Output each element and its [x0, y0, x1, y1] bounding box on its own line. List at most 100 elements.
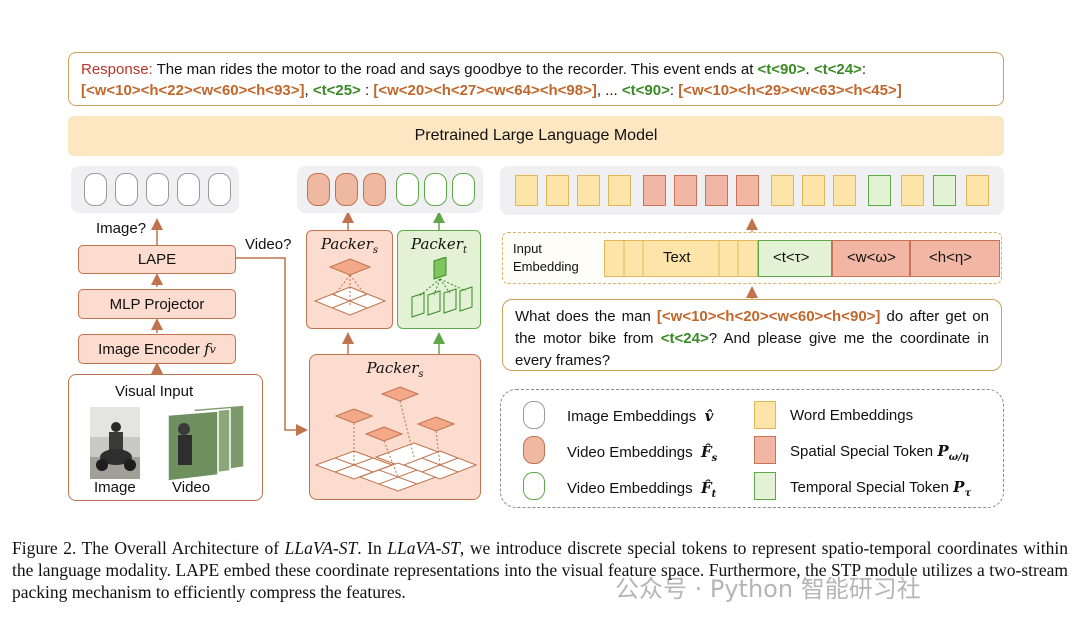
width-token-block: <w<ω> — [832, 240, 910, 277]
encoder-label: Image Encoder — [98, 340, 200, 358]
packer-temporal: Packert — [397, 230, 481, 329]
response-ellipsis: , ... — [596, 82, 622, 99]
packer-temporal-label: Packert — [411, 235, 467, 256]
text-token-grid — [623, 241, 739, 276]
visual-input-box: Visual Input Image Video — [68, 374, 263, 501]
response-box: Response: The man rides the motor to the… — [68, 52, 1004, 106]
spatial-pooling-diagram — [313, 258, 387, 316]
watermark: 公众号 · Python 智能研习社 — [615, 575, 921, 603]
legend-box: Image Embeddings v̂ Video Embeddings F̂s… — [500, 389, 1004, 508]
mlp-projector-block: MLP Projector — [78, 289, 236, 319]
question-part3: ? And please give me the coordinate in e… — [515, 330, 989, 369]
response-t90b: <t<90> — [621, 82, 670, 99]
spatial-token — [674, 175, 697, 206]
height-token-block: <h<η> — [910, 240, 1000, 277]
word-token — [771, 175, 794, 206]
llm-block: Pretrained Large Language Model — [68, 116, 1004, 156]
temporal-token-label: <t<τ> — [773, 249, 810, 266]
figure-caption: Figure 2. The Overall Architecture of LL… — [12, 538, 1069, 602]
text-token-block: Text — [604, 240, 758, 277]
word-token — [802, 175, 825, 206]
image-caption: Image — [94, 479, 136, 496]
legend-video-embeddings-spatial: Video Embeddings F̂s — [567, 443, 718, 464]
image-question-label: Image? — [96, 220, 147, 237]
legend-video-temporal-swatch — [523, 472, 545, 500]
height-token-label: <h<η> — [929, 249, 972, 266]
response-sentence: The man rides the motor to the road and … — [152, 61, 758, 78]
word-token — [608, 175, 631, 206]
image-embedding — [177, 173, 200, 206]
response-coords1: [<w<10><h<22><w<60><h<93>] — [81, 82, 305, 99]
video-embedding-temporal — [452, 173, 475, 206]
packer-spatial-large: Packers — [309, 354, 481, 500]
encoder-symbol: f — [204, 340, 210, 358]
response-t24: <t<24> — [813, 61, 862, 78]
response-t25: <t<25> — [312, 82, 361, 99]
response-coords3: [<w<10><h<29><w<63><h<45>] — [678, 82, 902, 99]
video-embedding-spatial — [307, 173, 330, 206]
temporal-pooling-diagram — [411, 257, 473, 318]
mlp-label: MLP Projector — [109, 295, 205, 313]
question-part2: do after get on the motor bike from — [515, 308, 989, 347]
legend-spatial-token: Spatial Special Token Pω/η — [790, 442, 970, 463]
response-coords2: [<w<20><h<27><w<64><h<98>] — [373, 82, 597, 99]
question-box: What does the man [<w<10><h<20><w<60><h<… — [502, 299, 1002, 371]
legend-word-swatch — [754, 401, 776, 429]
packer-spatial-small: Packers — [306, 230, 393, 329]
spatial-token — [705, 175, 728, 206]
spatiotemporal-pooling-diagram — [314, 386, 478, 492]
legend-video-embeddings-temporal: Video Embeddings F̂t — [567, 479, 717, 500]
video-question-label: Video? — [245, 236, 292, 253]
legend-word-embeddings: Word Embeddings — [790, 407, 914, 424]
legend-spatial-swatch — [754, 436, 776, 464]
response-comma1: , — [304, 82, 313, 99]
image-embeddings-row — [71, 166, 239, 213]
legend-image-embeddings: Image Embeddings v̂ — [567, 407, 714, 425]
packer-spatial-large-label: Packers — [366, 359, 424, 380]
temporal-token — [933, 175, 956, 206]
response-dot: . — [805, 61, 814, 78]
question-part1: What does the man — [515, 308, 657, 325]
temporal-token — [868, 175, 891, 206]
visual-input-title: Visual Input — [115, 383, 194, 400]
lape-block: LAPE — [78, 245, 236, 274]
video-thumbnail — [167, 405, 245, 481]
spatial-token — [643, 175, 666, 206]
legend-video-spatial-swatch — [523, 436, 545, 464]
legend-image-swatch — [523, 401, 545, 429]
question-t24: <t<24> — [660, 330, 709, 347]
image-embedding — [146, 173, 169, 206]
text-token-label: Text — [663, 249, 691, 266]
video-embedding-spatial — [363, 173, 386, 206]
video-caption: Video — [172, 479, 211, 496]
spatial-token — [736, 175, 759, 206]
video-embeddings-row — [297, 166, 483, 213]
response-colon2: : — [360, 82, 374, 99]
width-token-label: <w<ω> — [847, 249, 896, 266]
temporal-token-block: <t<τ> — [758, 240, 832, 277]
video-embedding-spatial — [335, 173, 358, 206]
response-t90a: <t<90> — [757, 61, 806, 78]
response-colon3: : — [669, 82, 679, 99]
token-embeddings-row — [500, 166, 1004, 215]
legend-temporal-token: Temporal Special Token Pτ — [790, 478, 972, 499]
word-token — [515, 175, 538, 206]
connector-arrows — [151, 211, 758, 436]
word-token — [577, 175, 600, 206]
image-thumbnail — [90, 407, 140, 479]
video-embedding-temporal — [424, 173, 447, 206]
packer-spatial-small-label: Packers — [320, 235, 379, 256]
encoder-subscript: v — [209, 342, 216, 356]
llm-label: Pretrained Large Language Model — [414, 127, 658, 144]
response-label: Response: — [81, 61, 153, 78]
video-embedding-temporal — [396, 173, 419, 206]
lape-label: LAPE — [137, 251, 177, 268]
legend-temporal-swatch — [754, 472, 776, 500]
image-embedding — [208, 173, 231, 206]
image-embedding — [84, 173, 107, 206]
question-coords: [<w<10><h<20><w<60><h<90>] — [656, 308, 881, 325]
image-embedding — [115, 173, 138, 206]
